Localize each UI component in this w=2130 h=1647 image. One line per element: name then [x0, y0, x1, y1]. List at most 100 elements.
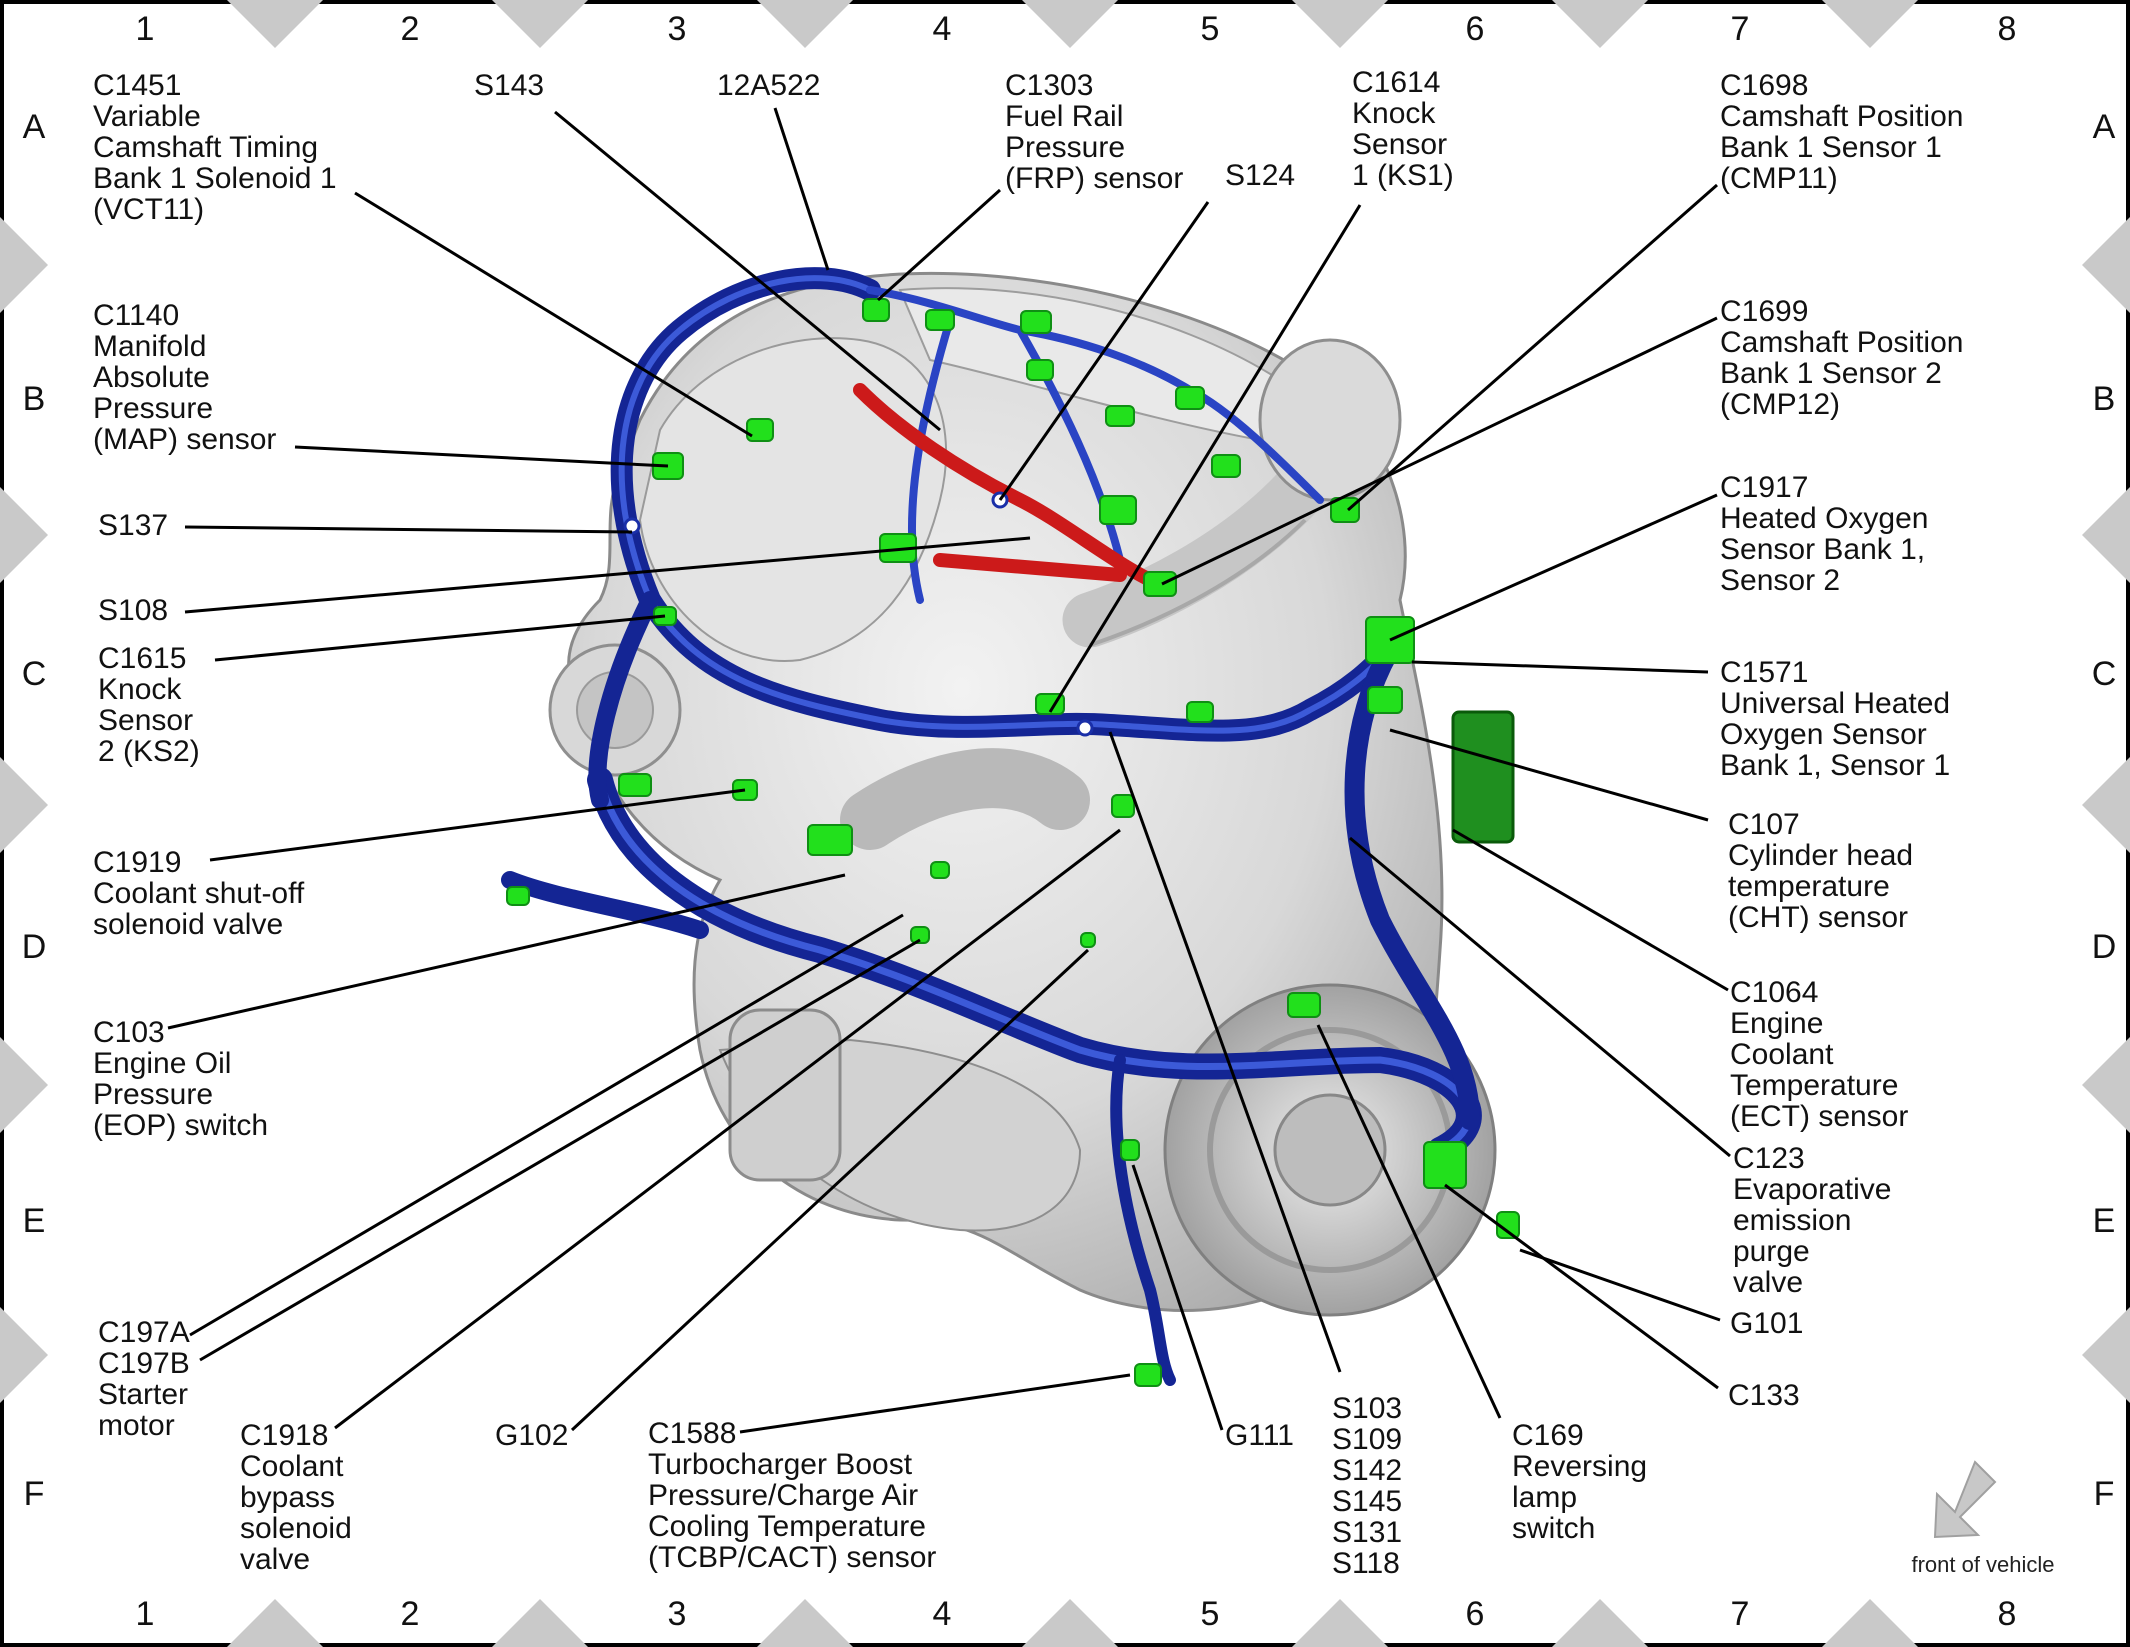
- label-line: Fuel Rail: [1005, 100, 1123, 133]
- label-line: Sensor: [1352, 128, 1447, 161]
- border-triangle: [1822, 1599, 1918, 1647]
- grid-row-label: C: [22, 655, 47, 693]
- border-triangle: [1822, 0, 1918, 48]
- grid-row-label: C: [2092, 655, 2117, 693]
- ground-wire-red: [853, 383, 1157, 587]
- grid-column-label: 2: [401, 1595, 420, 1633]
- harness-center-drop: [1110, 1054, 1176, 1386]
- grid-column-label: 3: [668, 1595, 687, 1633]
- grid-column-label: 7: [1731, 1595, 1750, 1633]
- arrow-down-left-icon: [1933, 1460, 1997, 1539]
- label-line: G102: [495, 1419, 568, 1452]
- label-line: Cooling Temperature: [648, 1510, 926, 1543]
- label-line: emission: [1733, 1204, 1851, 1237]
- label-line: Bank 1 Sensor 2: [1720, 357, 1942, 390]
- label-line: (FRP) sensor: [1005, 162, 1183, 195]
- leader-line-s124: [998, 201, 1210, 501]
- grid-row-label: B: [23, 380, 46, 418]
- border-triangle: [227, 0, 323, 48]
- connector: [930, 861, 950, 879]
- label-line: (MAP) sensor: [93, 423, 276, 456]
- label-line: Knock: [98, 673, 182, 706]
- connector: [1287, 992, 1321, 1018]
- label-line: 12A522: [717, 69, 820, 102]
- label-line: Oxygen Sensor: [1720, 718, 1927, 751]
- label-line: (CHT) sensor: [1728, 901, 1908, 934]
- grid-column-label: 5: [1201, 1595, 1220, 1633]
- leader-line-s108: [184, 536, 1031, 614]
- label-line: valve: [1733, 1266, 1803, 1299]
- front-of-vehicle-indicator: front of vehicle: [1911, 1460, 2055, 1577]
- label-s108: S108: [98, 594, 168, 627]
- label-line: Turbocharger Boost: [648, 1448, 913, 1481]
- border-triangle: [227, 1599, 323, 1647]
- grid-column-label: 2: [401, 10, 420, 48]
- label-line: bypass: [240, 1481, 335, 1514]
- splice-marker: [1076, 719, 1094, 737]
- leader-line-12a522: [773, 107, 830, 271]
- label-line: (EOP) switch: [93, 1109, 268, 1142]
- leader-line-c1917: [1389, 493, 1718, 642]
- label-line: 1 (KS1): [1352, 159, 1454, 192]
- leader-line-s103: [1108, 731, 1342, 1373]
- label-line: Bank 1 Sensor 1: [1720, 131, 1942, 164]
- turbo-pipe: [840, 748, 1090, 850]
- grid-column-label: 8: [1998, 10, 2017, 48]
- border-triangle: [2082, 217, 2130, 313]
- connector: [1099, 495, 1137, 525]
- front-of-vehicle-label: front of vehicle: [1911, 1552, 2054, 1577]
- harness-left-drop: [501, 591, 709, 939]
- border-triangle: [0, 757, 48, 853]
- connector: [910, 926, 930, 944]
- label-line: C1451: [93, 69, 181, 102]
- connector: [1105, 405, 1135, 427]
- label-line: C169: [1512, 1419, 1584, 1452]
- label-line: Bank 1 Solenoid 1: [93, 162, 337, 195]
- label-line: Starter: [98, 1378, 188, 1411]
- label-line: S103: [1332, 1392, 1402, 1425]
- border-triangle: [757, 0, 853, 48]
- label-g102: G102: [495, 1419, 568, 1452]
- oil-filter: [728, 1008, 842, 1182]
- label-line: C1698: [1720, 69, 1808, 102]
- grid-row-label: E: [23, 1202, 46, 1240]
- grid-column-label: 8: [1998, 1595, 2017, 1633]
- label-line: C197A: [98, 1316, 190, 1349]
- grid-row-label: D: [22, 928, 47, 966]
- border-triangle: [492, 1599, 588, 1647]
- label-line: Absolute: [93, 361, 210, 394]
- label-line: Coolant: [240, 1450, 344, 1483]
- label-line: Knock: [1352, 97, 1436, 130]
- label-line: C107: [1728, 808, 1800, 841]
- connector: [1367, 686, 1403, 714]
- charge-pipe-shade: [1089, 518, 1307, 647]
- leader-line-c133: [1444, 1183, 1719, 1390]
- label-line: C1571: [1720, 656, 1808, 689]
- label-line: C1303: [1005, 69, 1093, 102]
- grid-column-label: 3: [668, 10, 687, 48]
- label-c133: C133: [1728, 1379, 1800, 1412]
- label-line: purge: [1733, 1235, 1810, 1268]
- connector: [925, 309, 955, 331]
- grid-row-label: B: [2093, 380, 2116, 418]
- border-triangle: [0, 217, 48, 313]
- label-line: G111: [1225, 1419, 1294, 1452]
- grid-column-label: 7: [1731, 10, 1750, 48]
- grid-column-label: 6: [1466, 1595, 1485, 1633]
- connector: [862, 298, 890, 322]
